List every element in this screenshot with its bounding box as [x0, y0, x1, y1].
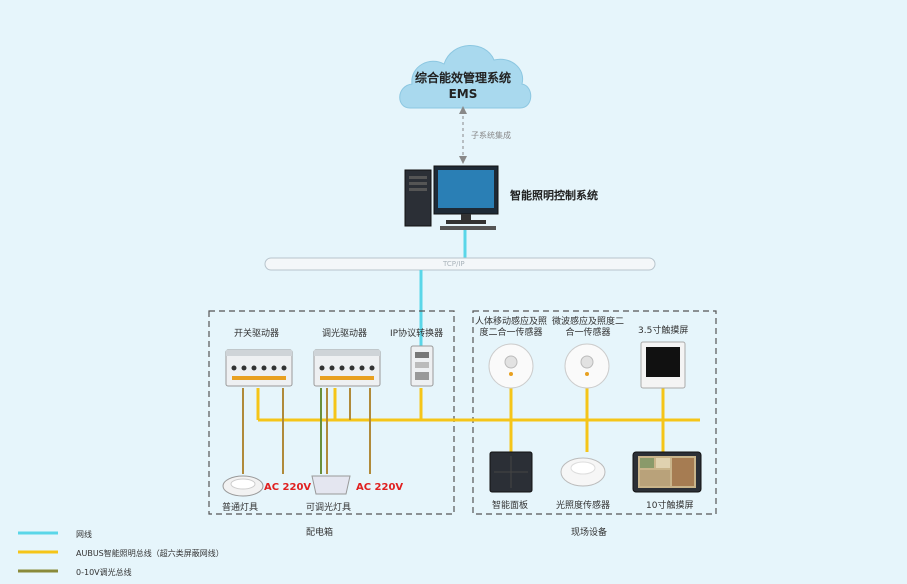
dimming-driver-icon [313, 349, 381, 387]
cloud-title-line1: 综合能效管理系统 [414, 71, 511, 85]
monitor-icon [433, 165, 499, 230]
switch-driver-icon [225, 349, 293, 387]
touch-screen-3-5-icon [640, 341, 686, 389]
distribution-box-frame [208, 310, 455, 515]
touch-screen-3-5-label: 3.5寸触摸屏 [638, 326, 689, 336]
ip-converter-icon [410, 345, 434, 387]
normal-lamp-icon [222, 475, 264, 497]
touch-screen-10-label: 10寸触摸屏 [646, 501, 694, 511]
motion-sensor-icon [488, 343, 534, 389]
legend-item-network: 网线 [76, 530, 92, 539]
network-bar [264, 257, 656, 271]
field-devices-frame [472, 310, 717, 515]
smart-panel-label: 智能面板 [492, 501, 529, 511]
dimmable-lamp-icon [311, 475, 351, 495]
subsystem-label: 子系统集成 [471, 131, 511, 140]
ac-voltage-label-1: AC 220V [264, 482, 312, 493]
legend-item-aubus: AUBUS智能照明总线（超六类屏蔽网线） [76, 549, 224, 558]
cloud-title-line2: EMS [448, 87, 478, 101]
ac-voltage-label-2: AC 220V [356, 482, 404, 493]
microwave-sensor-label: 微波感应及照度二合一传感器 [552, 317, 625, 338]
field-devices-title: 现场设备 [571, 528, 608, 538]
legend-item-dimming-bus: 0-10V调光总线 [76, 568, 132, 577]
control-system-label: 智能照明控制系统 [510, 189, 598, 202]
lux-sensor-label: 光照度传感器 [556, 501, 611, 511]
normal-lamp-label: 普通灯具 [222, 503, 259, 513]
dimming-driver-label: 调光驱动器 [322, 329, 368, 339]
cloud-title: 综合能效管理系统 EMS [398, 70, 528, 102]
dimmable-lamp-label: 可调光灯具 [306, 503, 352, 513]
lux-sensor-icon [560, 457, 606, 487]
ip-converter-label: IP协议转换器 [390, 329, 444, 339]
microwave-sensor-icon [564, 343, 610, 389]
computer-tower-icon [404, 169, 432, 227]
network-bar-label: TCP/IP [443, 260, 465, 268]
smart-panel-icon [489, 451, 533, 493]
touch-screen-10-icon [632, 451, 702, 493]
motion-sensor-label: 人体移动感应及照度二合一传感器 [474, 317, 547, 338]
switch-driver-label: 开关驱动器 [234, 329, 280, 339]
distribution-box-title: 配电箱 [306, 528, 334, 538]
cloud-icon [399, 45, 532, 109]
